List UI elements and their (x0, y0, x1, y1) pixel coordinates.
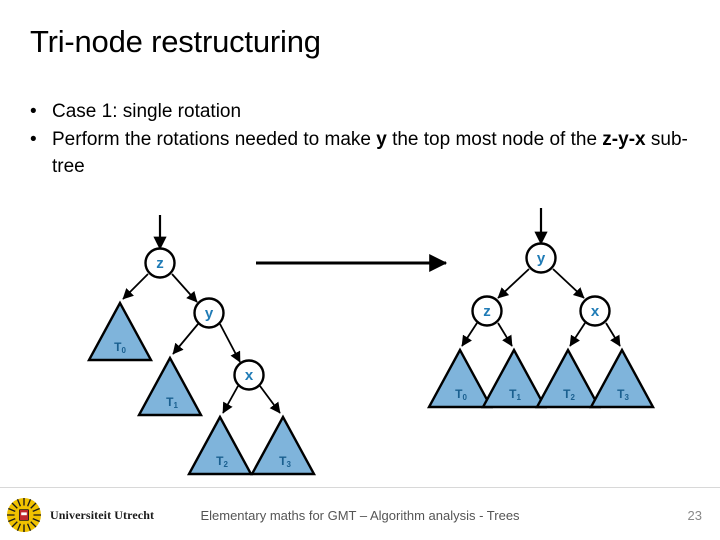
edge-x-to-T2 (569, 322, 586, 347)
tree-node-label-x: x (245, 367, 254, 384)
edge-y-to-T1 (172, 323, 199, 355)
tree-node-z-after[interactable]: z (471, 295, 503, 327)
bullet-perform-before: Perform the rotations needed to make (52, 129, 377, 150)
subtree-triangle-T3: T3 (588, 347, 656, 409)
edge-x-to-T2 (222, 385, 239, 414)
edge-z-to-y (171, 273, 198, 303)
subtree-triangle-T2: T2 (186, 414, 254, 476)
edge-y-to-x (552, 268, 585, 299)
edge-z-to-T1 (497, 322, 513, 347)
tree-node-label-y: y (205, 305, 214, 322)
edge-x-to-T3 (259, 385, 281, 414)
bullet-text-perform: Perform the rotations needed to make y t… (52, 126, 690, 180)
tri-node-restructuring-diagram: T0 T1 T2 T3 z y x (86, 208, 656, 476)
subtree-triangle-T2: T2 (534, 347, 602, 409)
after-rotation-tree: T0 T1 T2 T3 y z x (426, 208, 656, 409)
bullet-perform-middle: the top most node of the (386, 129, 603, 150)
before-rotation-tree: T0 T1 T2 T3 z y x (86, 215, 317, 476)
bullet-item-case1: • Case 1: single rotation (30, 98, 690, 125)
bullet-item-perform: • Perform the rotations needed to make y… (30, 126, 690, 180)
subtree-triangle-T1: T1 (480, 347, 548, 409)
bullet-marker-icon: • (30, 129, 37, 150)
edge-y-to-x (219, 323, 241, 363)
subtree-triangle-T0: T0 (426, 347, 494, 409)
subtree-triangle-T3: T3 (249, 414, 317, 476)
slide-page-number: 23 (687, 508, 702, 523)
tree-node-label-y: y (537, 250, 546, 267)
bullet-list: • Case 1: single rotation • Perform the … (30, 98, 690, 181)
bullet-perform-bold-y: y (376, 129, 387, 150)
bullet-perform-after: sub-tree (52, 129, 688, 177)
tree-node-label-x: x (591, 303, 600, 320)
utrecht-sun-icon (6, 497, 42, 533)
university-logo: Universiteit Utrecht (6, 496, 174, 534)
tree-node-z-before[interactable]: z (144, 247, 176, 279)
tree-node-x-before[interactable]: x (233, 359, 265, 391)
slide-title: Tri-node restructuring (30, 24, 321, 59)
tree-node-y-before[interactable]: y (193, 297, 225, 329)
bullet-marker-icon: • (30, 101, 37, 122)
subtree-triangle-T0: T0 (86, 300, 154, 362)
tree-node-y-after[interactable]: y (525, 242, 557, 274)
tree-node-x-after[interactable]: x (579, 295, 611, 327)
footer-course-text: Elementary maths for GMT – Algorithm ana… (200, 508, 520, 523)
edge-x-to-T3 (605, 322, 621, 347)
bullet-perform-bold-zyx: z-y-x (602, 129, 646, 150)
edge-z-to-T0 (461, 322, 478, 347)
tree-node-label-z: z (483, 303, 491, 320)
footer-divider (0, 487, 720, 488)
subtree-triangle-T1: T1 (136, 355, 204, 417)
bullet-text-case1: Case 1: single rotation (52, 98, 690, 125)
edge-y-to-z (497, 268, 530, 299)
tree-node-label-z: z (156, 255, 164, 272)
bullet-text-case1-part: Case 1: single rotation (52, 101, 242, 122)
edge-z-to-T0 (122, 273, 149, 300)
university-name: Universiteit Utrecht (50, 507, 155, 522)
